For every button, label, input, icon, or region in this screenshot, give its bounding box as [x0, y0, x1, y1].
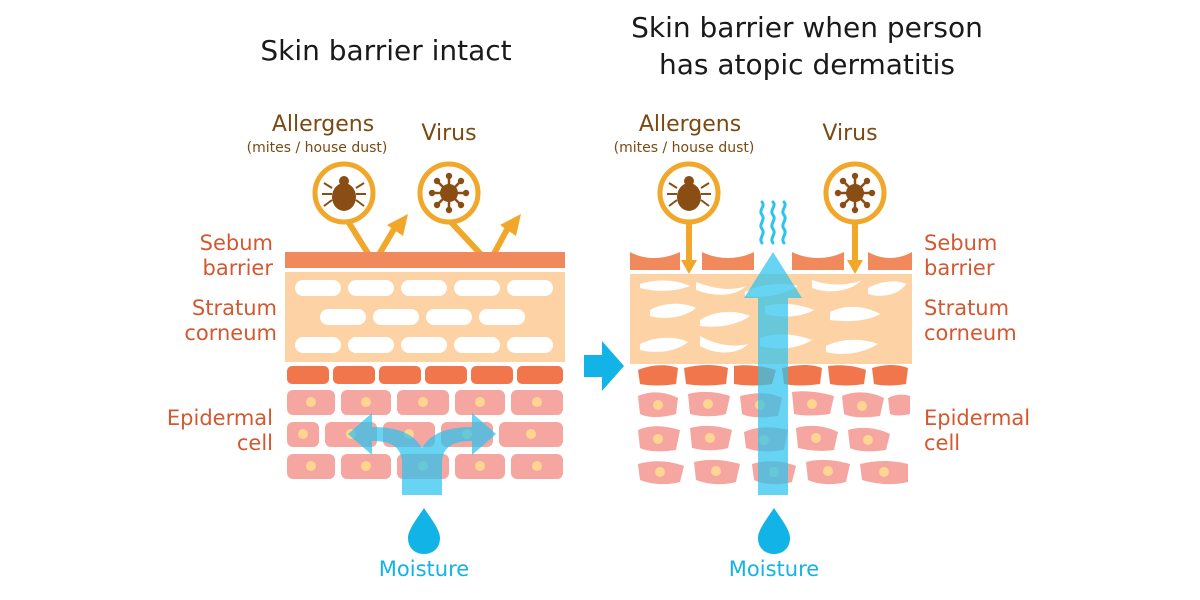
- dermatitis-stratum-label-line1: Stratum: [924, 296, 1009, 320]
- dermatitis-allergens-sublabel: (mites / house dust): [614, 140, 755, 156]
- dermatitis-moisture-arrow: [744, 252, 802, 495]
- intact-allergens-label: Allergens: [272, 112, 374, 137]
- dermatitis-allergens-label: Allergens: [639, 112, 741, 137]
- intact-sebum-label-line1: Sebum: [200, 231, 273, 255]
- dermatitis-title-line1: Skin barrier when person: [631, 11, 983, 44]
- dermatitis-penetrate-arrow-allergen: [681, 222, 697, 274]
- dermatitis-epidermal-cells: [638, 391, 910, 485]
- dermatitis-epidermal-label-line1: Epidermal: [924, 406, 1030, 430]
- dermatitis-panel: Allergens (mites / house dust) Virus: [614, 112, 1030, 581]
- intact-allergens-sublabel: (mites / house dust): [247, 140, 388, 156]
- dermatitis-title-line2: has atopic dermatitis: [659, 48, 955, 81]
- intact-top-epidermal-row: [287, 366, 563, 384]
- intact-epidermal-label-line2: cell: [237, 431, 273, 455]
- evaporation-wave-icon: [759, 200, 787, 245]
- dermatitis-penetrate-arrow-virus: [847, 222, 863, 274]
- intact-virus-label: Virus: [421, 121, 476, 146]
- intact-stratum-label-line1: Stratum: [192, 296, 277, 320]
- intact-epidermal-cells: [287, 390, 563, 479]
- dermatitis-stratum-label-line2: corneum: [924, 321, 1017, 345]
- dermatitis-virus-label: Virus: [822, 121, 877, 146]
- dermatitis-moisture-label: Moisture: [729, 557, 819, 581]
- intact-epidermal-label-line1: Epidermal: [167, 406, 273, 430]
- intact-panel: Allergens (mites / house dust) Virus: [167, 112, 565, 581]
- intact-moisture-label: Moisture: [379, 557, 469, 581]
- dermatitis-sebum-layer: [630, 252, 912, 270]
- intact-title: Skin barrier intact: [260, 34, 511, 67]
- intact-sebum-label-line2: barrier: [203, 256, 274, 280]
- dermatitis-epidermal-label-line2: cell: [924, 431, 960, 455]
- intact-stratum-layer: [285, 272, 565, 362]
- transition-arrow-icon: [584, 341, 624, 391]
- virus-icon: [823, 161, 887, 225]
- water-drop-icon: [408, 508, 440, 554]
- intact-stratum-label-line2: corneum: [184, 321, 277, 345]
- dermatitis-sebum-label-line2: barrier: [924, 256, 995, 280]
- dermatitis-sebum-label-line1: Sebum: [924, 231, 997, 255]
- intact-moisture-arrow: [348, 413, 496, 495]
- dermatitis-top-epidermal-row: [638, 365, 908, 386]
- virus-icon: [417, 161, 481, 225]
- mite-icon: [312, 161, 376, 225]
- mite-icon: [657, 161, 721, 225]
- water-drop-icon: [758, 508, 790, 554]
- intact-sebum-layer: [285, 252, 565, 268]
